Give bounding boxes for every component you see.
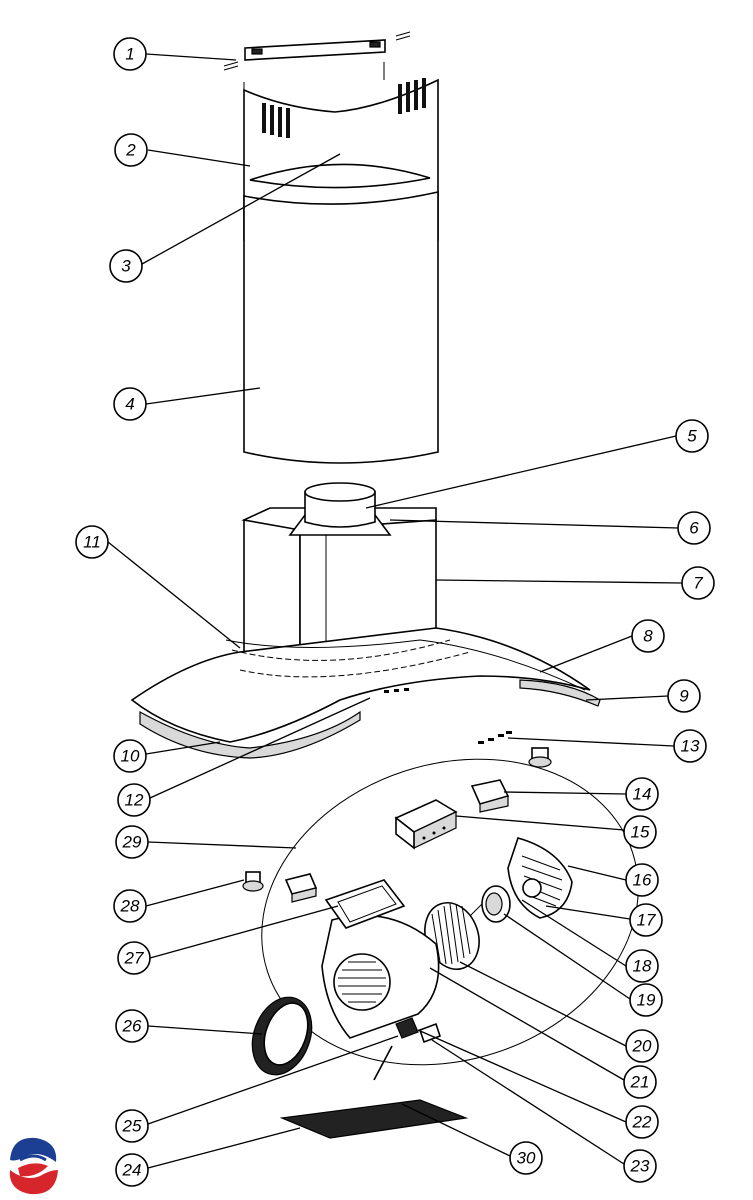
callout-29: 29	[115, 825, 149, 859]
svg-text:30: 30	[517, 1149, 536, 1168]
svg-text:9: 9	[679, 687, 689, 706]
callout-24: 24	[115, 1153, 149, 1187]
callout-7: 7	[681, 566, 715, 600]
callout-30: 30	[509, 1141, 543, 1175]
svg-text:6: 6	[689, 519, 699, 538]
svg-text:21: 21	[630, 1073, 650, 1092]
svg-text:5: 5	[687, 427, 697, 446]
part-capacitor	[395, 1017, 419, 1039]
svg-text:14: 14	[633, 785, 652, 804]
part-fan-rear-plate	[507, 837, 573, 919]
svg-text:15: 15	[631, 823, 650, 842]
svg-text:4: 4	[125, 395, 134, 414]
callout-28: 28	[113, 889, 147, 923]
callout-14: 14	[625, 777, 659, 811]
svg-text:17: 17	[637, 911, 656, 930]
part-outlet-collar	[288, 482, 392, 536]
callout-1: 1	[113, 37, 147, 71]
callout-13: 13	[673, 729, 707, 763]
svg-text:10: 10	[121, 747, 140, 766]
callout-18: 18	[625, 949, 659, 983]
part-blower-housing	[321, 914, 440, 1039]
callout-2: 2	[114, 133, 148, 167]
svg-text:27: 27	[124, 949, 144, 968]
svg-text:12: 12	[125, 791, 144, 810]
part-screws	[478, 731, 512, 744]
part-motor	[469, 885, 511, 923]
svg-text:13: 13	[681, 737, 700, 756]
part-control-box-large	[394, 799, 458, 850]
part-chimney-top-plate	[249, 163, 431, 189]
svg-text:11: 11	[83, 533, 101, 552]
svg-text:8: 8	[643, 627, 653, 646]
callout-11: 11	[75, 525, 109, 559]
part-outlet-flange	[324, 879, 406, 929]
part-lamp-holder-right	[528, 747, 552, 768]
svg-text:19: 19	[637, 991, 656, 1010]
callout-17: 17	[629, 903, 663, 937]
svg-text:26: 26	[122, 1017, 142, 1036]
callout-20: 20	[625, 1029, 659, 1063]
callout-16: 16	[625, 863, 659, 897]
svg-text:25: 25	[122, 1117, 142, 1136]
part-control-box-small	[470, 779, 510, 813]
callout-25: 25	[115, 1109, 149, 1143]
part-power-cord	[373, 1045, 393, 1081]
callout-4: 4	[113, 387, 147, 421]
callout-6: 6	[677, 511, 711, 545]
svg-text:3: 3	[121, 257, 131, 276]
svg-text:28: 28	[120, 897, 140, 916]
upper-chimney-vent-right	[398, 78, 426, 114]
svg-text:16: 16	[633, 871, 652, 890]
callout-27: 27	[117, 941, 151, 975]
part-clip	[418, 1022, 442, 1044]
callout-19: 19	[629, 983, 663, 1017]
part-lamp-holder-left	[242, 871, 264, 892]
callout-23: 23	[623, 1149, 657, 1183]
svg-text:18: 18	[633, 957, 652, 976]
part-mounting-bracket	[223, 31, 411, 71]
svg-text:1: 1	[125, 45, 134, 64]
svg-text:7: 7	[693, 574, 703, 593]
callout-10: 10	[113, 739, 147, 773]
svg-text:29: 29	[122, 833, 142, 852]
svg-text:23: 23	[630, 1157, 650, 1176]
callout-12: 12	[117, 783, 151, 817]
callout-8: 8	[631, 619, 665, 653]
part-carbon-filter	[251, 996, 313, 1076]
svg-text:24: 24	[122, 1161, 142, 1180]
brand-swirl-logo-icon	[9, 1137, 58, 1195]
callout-9: 9	[667, 679, 701, 713]
part-terminal-block	[284, 873, 318, 903]
svg-text:22: 22	[632, 1113, 652, 1132]
upper-chimney-vent-left	[262, 103, 290, 138]
part-lower-chimney	[243, 191, 439, 464]
part-impeller	[424, 902, 480, 970]
callout-3: 3	[109, 249, 143, 283]
leader-lines	[107, 53, 683, 1169]
callout-5: 5	[675, 419, 709, 453]
part-grease-filter	[279, 1099, 469, 1139]
callout-22: 22	[625, 1105, 659, 1139]
callout-15: 15	[623, 815, 657, 849]
callout-21: 21	[623, 1065, 657, 1099]
svg-text:20: 20	[632, 1037, 652, 1056]
svg-text:2: 2	[125, 141, 136, 160]
callout-26: 26	[115, 1009, 149, 1043]
part-group-outline	[261, 758, 639, 1066]
